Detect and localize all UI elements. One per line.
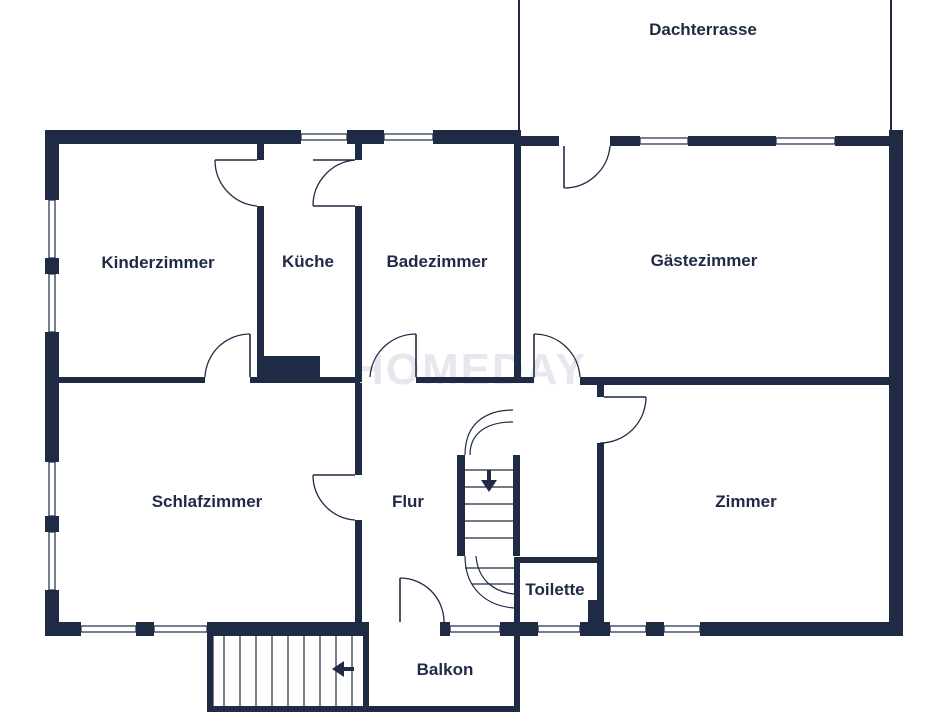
room-label-balkon: Balkon (417, 660, 474, 679)
room-label-dachterrasse: Dachterrasse (649, 20, 757, 39)
doors (204, 145, 647, 623)
room-label-gaestezimmer: Gästezimmer (651, 251, 758, 270)
arrow-left-icon (332, 661, 354, 677)
interior-walls (59, 136, 889, 712)
room-label-kueche: Küche (282, 252, 334, 271)
balcony-stair (212, 636, 353, 706)
room-label-flur: Flur (392, 492, 424, 511)
room-label-schlafzimmer: Schlafzimmer (152, 492, 263, 511)
roof-terrace-outline (518, 0, 892, 135)
room-label-badezimmer: Badezimmer (386, 252, 487, 271)
watermark: HOMEDAY (352, 345, 587, 394)
room-label-toilette: Toilette (525, 580, 584, 599)
staircase (464, 409, 515, 609)
room-label-zimmer: Zimmer (715, 492, 777, 511)
windows (48, 133, 836, 633)
outer-walls (45, 130, 903, 636)
arrow-down-icon (481, 470, 497, 492)
room-label-kinderzimmer: Kinderzimmer (101, 253, 215, 272)
